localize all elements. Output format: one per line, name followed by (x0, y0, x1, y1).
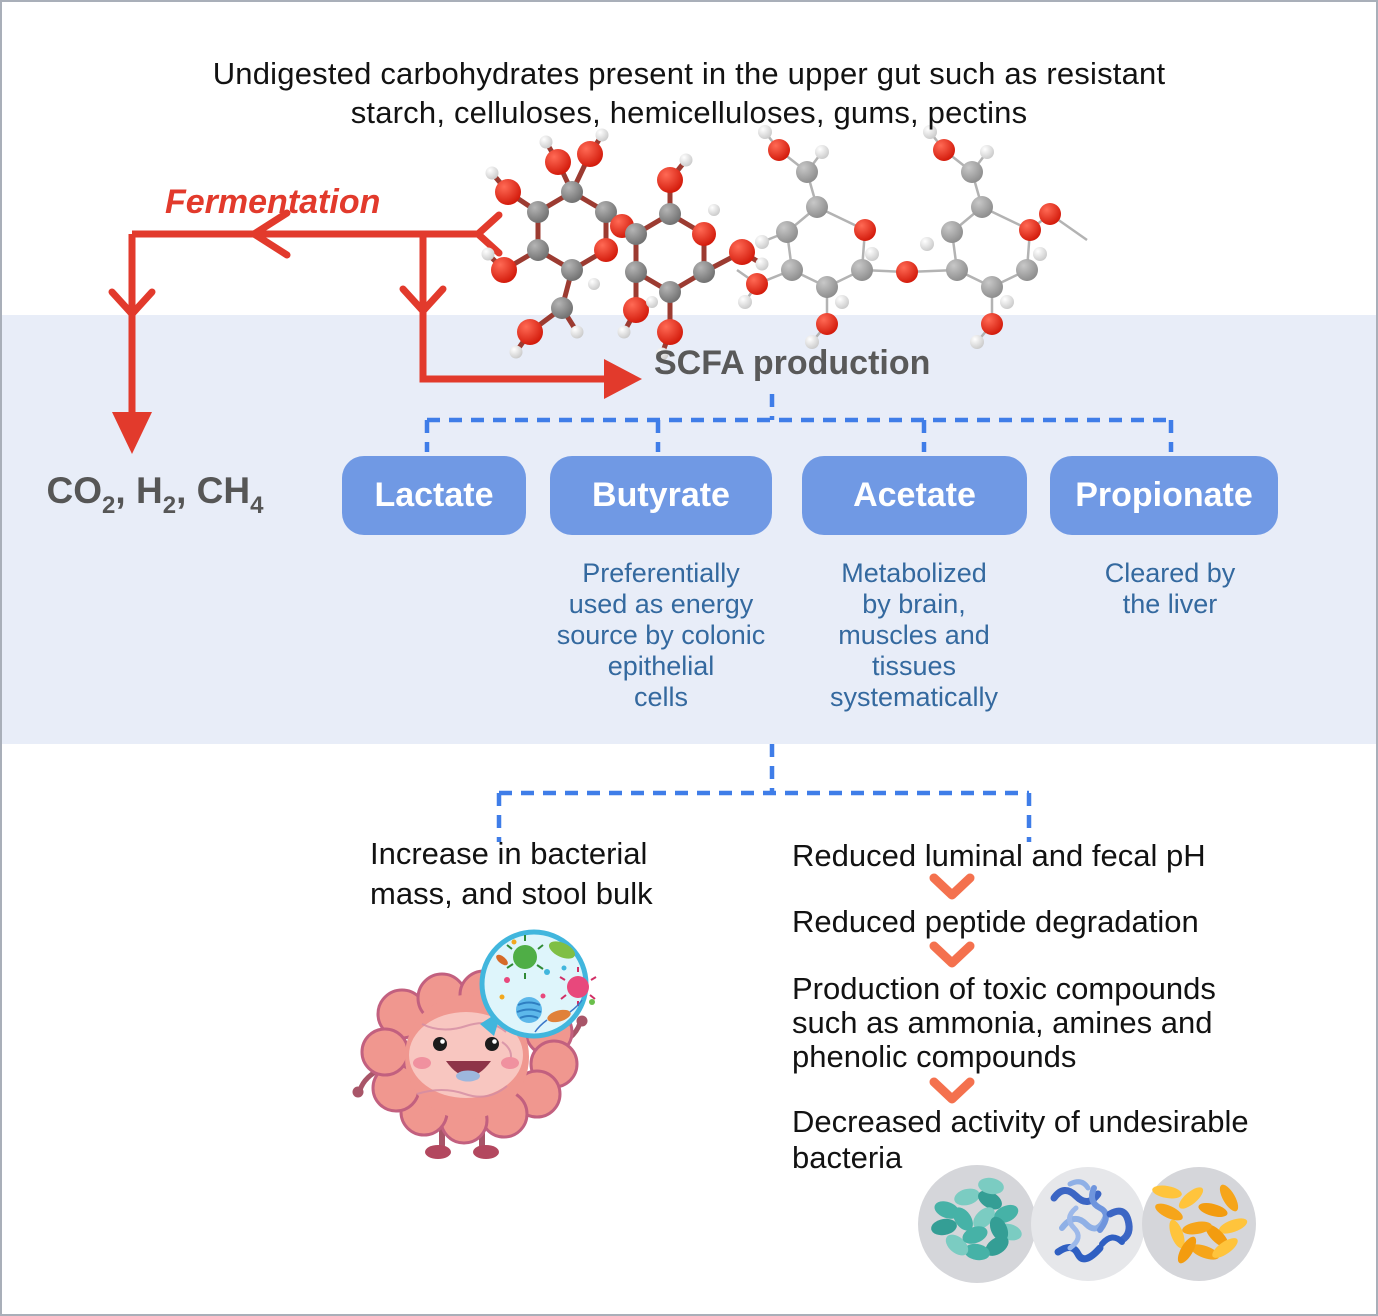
microbiome-magnifier-icon (479, 929, 597, 1039)
gases-label: CO2, H2, CH4 (46, 470, 264, 519)
gas-ch4: CH (196, 470, 251, 511)
gas-h2: H (135, 470, 163, 511)
page-title: Undigested carbohydrates present in the … (2, 54, 1376, 132)
bacteria-colony-teal (918, 1165, 1036, 1283)
down-arrowhead (112, 412, 152, 454)
right-arrowhead (604, 359, 642, 399)
cascade-step-peptide-degradation: Reduced peptide degradation (792, 904, 1199, 939)
scfa-production-heading: SCFA production (654, 344, 931, 382)
lower-branch-connector (496, 744, 1032, 842)
step-chevron-1 (929, 873, 975, 900)
title-line-1: Undigested carbohydrates present in the … (212, 56, 1166, 91)
step-chevron-3 (929, 1077, 975, 1104)
step-chevron-2 (929, 941, 975, 968)
cascade-step-undesirable-bacteria: Decreased activity of undesirable bacter… (792, 1104, 1249, 1175)
bacteria-colony-yellow (1142, 1167, 1256, 1281)
fermentation-label: Fermentation (165, 183, 381, 221)
cascade-step-toxic-compounds: Production of toxic compounds such as am… (792, 971, 1216, 1074)
molecule-right-icon (736, 125, 1088, 349)
molecule-left-icon (481, 128, 769, 361)
scfa-pill-lactate: Lactate (342, 456, 526, 535)
outcome-bacterial-mass: Increase in bacterial mass, and stool bu… (370, 836, 653, 911)
butyrate-description: Preferentially used as energy source by … (556, 558, 766, 712)
scfa-pill-propionate: Propionate (1050, 456, 1278, 535)
cascade-step-reduced-ph: Reduced luminal and fecal pH (792, 838, 1206, 873)
gut-character-icon (352, 929, 597, 1159)
acetate-description: Metabolized by brain, muscles and tissue… (829, 558, 999, 712)
title-line-2: starch, celluloses, hemicelluloses, gums… (350, 95, 1028, 130)
scfa-pill-acetate: Acetate (802, 456, 1027, 535)
bacteria-colony-blue (1031, 1167, 1145, 1281)
scfa-pill-butyrate: Butyrate (550, 456, 772, 535)
gas-co2: CO (46, 470, 103, 511)
fermentation-arrow (108, 209, 642, 454)
upper-branch-connector (424, 394, 1174, 452)
propionate-description: Cleared by the liver (1104, 558, 1236, 619)
